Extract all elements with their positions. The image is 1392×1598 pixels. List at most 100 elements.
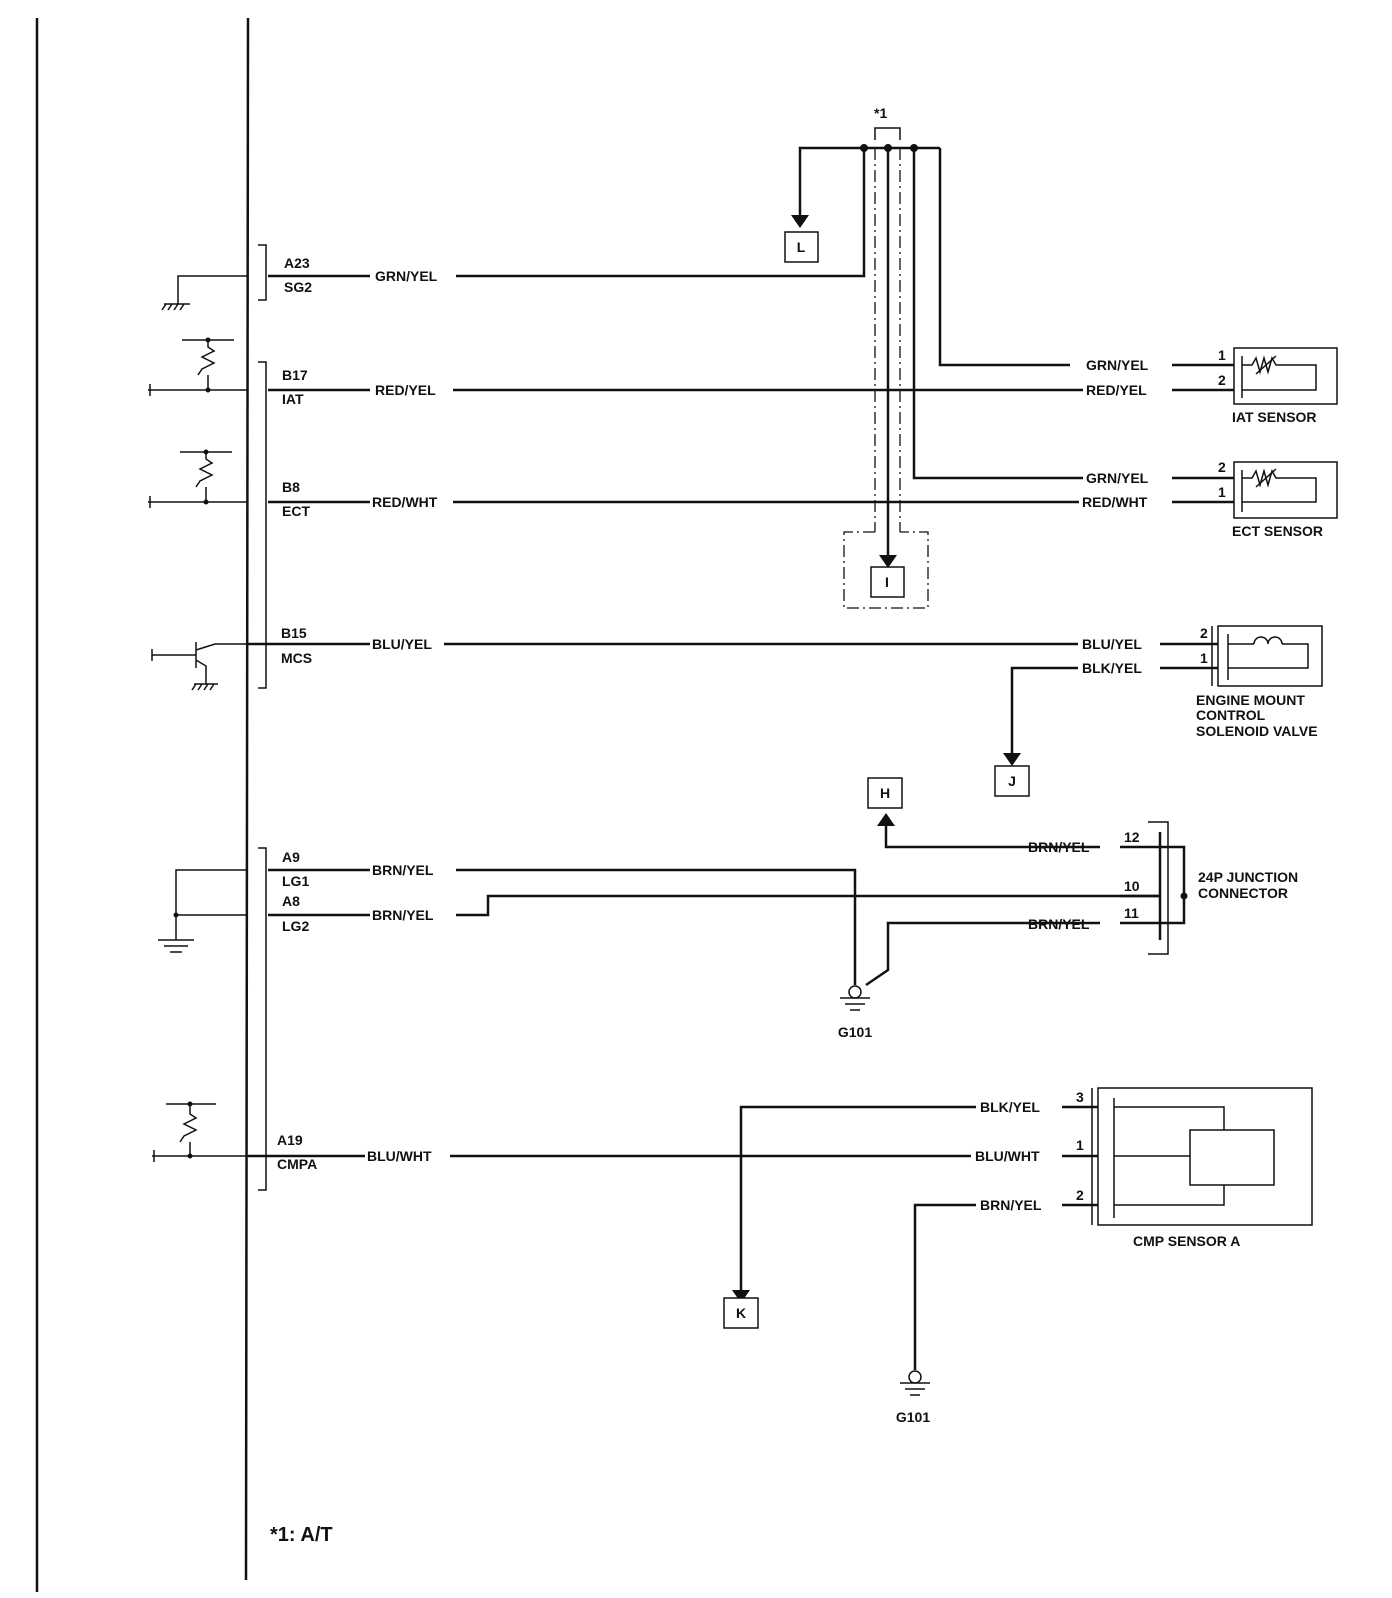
- engine-mount-solenoid: [1211, 625, 1323, 687]
- jc-label-2: CONNECTOR: [1198, 885, 1288, 901]
- pin-ect-1: 1: [1218, 484, 1226, 500]
- wire-lg1: [268, 868, 857, 985]
- wire-to-ref-k: [739, 1105, 976, 1290]
- label-ect-2-wire: GRN/YEL: [1086, 470, 1149, 486]
- pcm-internal-iat-pullup: [148, 337, 248, 396]
- pin-cmp-1: 1: [1076, 1137, 1084, 1153]
- pin-iat-1: 1: [1218, 347, 1226, 363]
- wire-to-ect-2: [912, 148, 1083, 480]
- wire-iat-pins: [1172, 363, 1240, 392]
- label-iat-wire: RED/YEL: [375, 382, 436, 398]
- pin-cmp-3: 3: [1076, 1089, 1084, 1105]
- label-lg2-wire: BRN/YEL: [372, 907, 434, 923]
- pcm-internal-mcs-driver: [151, 642, 248, 691]
- label-g101-a: G101: [838, 1024, 872, 1040]
- ground-g101-b: [900, 1370, 930, 1396]
- label-iat-1-wire: GRN/YEL: [1086, 357, 1149, 373]
- wire-to-ref-h: [884, 826, 1100, 849]
- footnote: *1: A/T: [270, 1524, 333, 1546]
- pin-emc-1: 1: [1200, 650, 1208, 666]
- pin-jc-11: 11: [1124, 905, 1139, 921]
- label-mcs-wire: BLU/YEL: [372, 636, 432, 652]
- label-lg1-wire: BRN/YEL: [372, 862, 434, 878]
- connector-bracket-b: [258, 361, 267, 689]
- pin-a23: A23: [284, 255, 310, 271]
- label-cmp-1-wire: BLU/WHT: [975, 1148, 1040, 1164]
- iat-sensor-label: IAT SENSOR: [1232, 409, 1317, 425]
- emcsv-label-1: ENGINE MOUNT: [1196, 692, 1305, 708]
- pin-jc-12: 12: [1124, 829, 1140, 845]
- pin-lg2: LG2: [282, 918, 309, 934]
- ref-box-j: J: [994, 765, 1030, 797]
- jc-label-1: 24P JUNCTION: [1198, 869, 1298, 885]
- emcsv-label-3: SOLENOID VALVE: [1196, 723, 1318, 739]
- pin-ect: ECT: [282, 503, 310, 519]
- label-cmpa-wire: BLU/WHT: [367, 1148, 432, 1164]
- pin-lg1: LG1: [282, 873, 309, 889]
- wire-sg2: [268, 146, 940, 278]
- at-option-dashed-lines: [874, 148, 901, 532]
- wire-to-iat-1: [938, 148, 1070, 367]
- pin-b8: B8: [282, 479, 300, 495]
- pin-b17: B17: [282, 367, 308, 383]
- arrow-to-ref-l: [791, 215, 809, 228]
- arrow-to-ref-k: [732, 1290, 750, 1303]
- pin-emc-2: 2: [1200, 625, 1208, 641]
- svg-text:I: I: [885, 574, 889, 590]
- wire-jc-pins: [1120, 845, 1160, 925]
- arrow-to-ref-i: [879, 555, 897, 568]
- pin-cmp-2: 2: [1076, 1187, 1084, 1203]
- label-jc-12-wire: BRN/YEL: [1028, 839, 1090, 855]
- label-ect-wire: RED/WHT: [372, 494, 438, 510]
- pcm-internal-ect-pullup: [148, 449, 248, 508]
- ect-sensor: [1233, 461, 1338, 519]
- pin-ect-2: 2: [1218, 459, 1226, 475]
- pin-iat: IAT: [282, 391, 304, 407]
- wire-to-ref-j: [1010, 666, 1078, 753]
- star1-bracket: [874, 127, 901, 140]
- ref-box-h: H: [867, 777, 903, 809]
- wire-jc-11: [865, 921, 1100, 987]
- label-cmp-2-wire: BRN/YEL: [980, 1197, 1042, 1213]
- pin-b15: B15: [281, 625, 307, 641]
- svg-text:H: H: [880, 785, 890, 801]
- label-sg2-wire: GRN/YEL: [375, 268, 438, 284]
- cmp-sensor-label: CMP SENSOR A: [1133, 1233, 1240, 1249]
- label-jc-11-wire: BRN/YEL: [1028, 916, 1090, 932]
- arrow-to-ref-j: [1003, 753, 1021, 766]
- pcm-internal-lg-ground: [158, 869, 248, 953]
- pcm-internal-sg2: [161, 275, 248, 311]
- pin-iat-2: 2: [1218, 372, 1226, 388]
- pcm-internal-cmp-pullup: [152, 1101, 248, 1162]
- ect-sensor-label: ECT SENSOR: [1232, 523, 1323, 539]
- connector-bracket-a23: [258, 244, 267, 301]
- pcm-body-outline: [35, 17, 250, 1592]
- ref-box-l: L: [784, 231, 819, 263]
- wire-cmp-2: [913, 1203, 976, 1370]
- ref-box-k: K: [723, 1297, 759, 1329]
- label-iat-2-wire: RED/YEL: [1086, 382, 1147, 398]
- svg-text:L: L: [797, 239, 806, 255]
- pin-mcs: MCS: [281, 650, 312, 666]
- at-option-dashed-box: [843, 531, 929, 609]
- arrow-to-ref-h: [877, 813, 895, 826]
- star1-label: *1: [874, 105, 887, 121]
- pin-jc-10: 10: [1124, 878, 1140, 894]
- pin-a19: A19: [277, 1132, 303, 1148]
- cmp-sensor-a: [1091, 1087, 1313, 1226]
- emcsv-label-2: CONTROL: [1196, 707, 1266, 723]
- svg-text:J: J: [1008, 773, 1016, 789]
- junction-connector-24p: [1148, 821, 1188, 955]
- pin-sg2: SG2: [284, 279, 312, 295]
- iat-sensor: [1233, 347, 1338, 405]
- label-emc-2-wire: BLU/YEL: [1082, 636, 1142, 652]
- pin-a8: A8: [282, 893, 300, 909]
- wire-emc-pins: [1160, 642, 1220, 670]
- ref-box-i: I: [870, 566, 905, 598]
- splice-a: [860, 144, 868, 152]
- wire-lg2: [268, 894, 1160, 917]
- label-ect-1-wire: RED/WHT: [1082, 494, 1148, 510]
- svg-text:K: K: [736, 1305, 746, 1321]
- wire-to-ref-l: [798, 146, 864, 215]
